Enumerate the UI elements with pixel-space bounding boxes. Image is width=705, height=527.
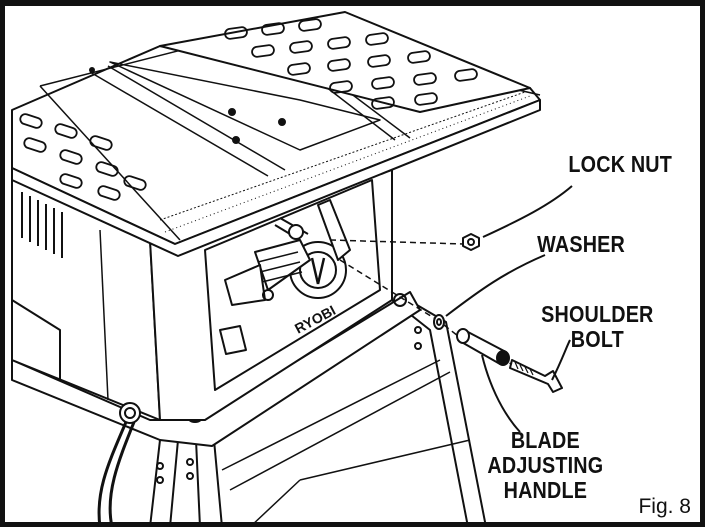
leader-lines — [445, 185, 573, 433]
wing-slots — [224, 18, 478, 110]
washer-part — [433, 314, 445, 330]
blade-adjusting-handle-part — [456, 328, 510, 366]
stand-top-frame — [11, 291, 421, 447]
vents — [11, 192, 63, 380]
blade-handle-label-line3: HANDLE — [503, 477, 588, 503]
alignment-dashes — [329, 239, 513, 365]
lock-nut-label: LOCK NUT — [568, 151, 672, 177]
blade-adjusting-handle-label: BLADE ADJUSTING HANDLE — [487, 428, 603, 503]
figure-number: Fig. 8 — [638, 495, 691, 518]
tilt-mechanism — [219, 199, 351, 355]
shoulder-bolt-part — [509, 359, 563, 393]
shoulder-bolt-label-line1: SHOULDER — [541, 301, 654, 327]
washer-label: WASHER — [537, 231, 626, 257]
lock-nut-part — [462, 233, 480, 251]
power-cord — [97, 402, 141, 527]
blade-handle-label-line1: BLADE — [510, 427, 580, 453]
left-wing-slots — [19, 113, 147, 201]
shoulder-bolt-label: SHOULDER BOLT — [541, 302, 653, 352]
blade-handle-label-line2: ADJUSTING — [487, 452, 604, 478]
extension-wing — [159, 11, 531, 113]
shoulder-bolt-label-line2: BOLT — [570, 326, 624, 352]
